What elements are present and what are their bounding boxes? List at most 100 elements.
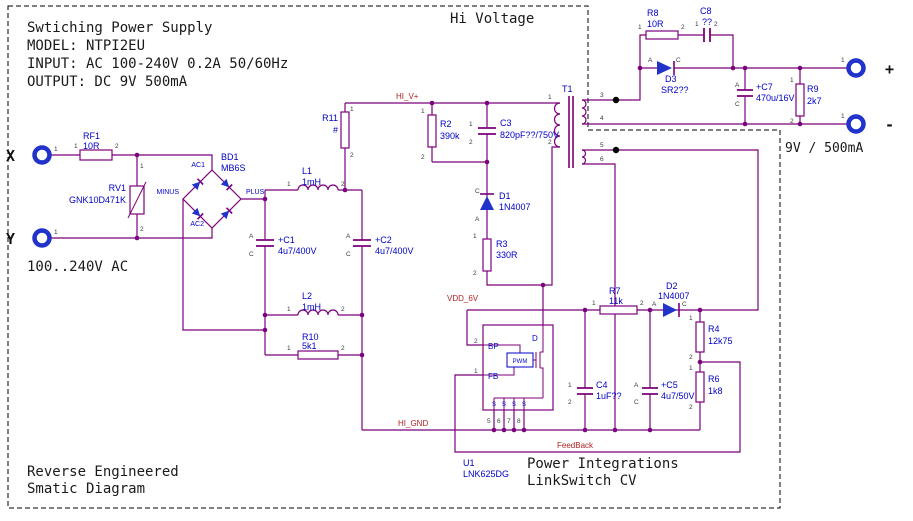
pin-label: A	[249, 233, 254, 240]
ic-u1-internals	[483, 325, 544, 410]
pin-label: 2	[640, 300, 644, 307]
r2-value: 390k	[440, 131, 460, 141]
ac-input-label: 100..240V AC	[27, 259, 128, 275]
transformer-core	[568, 96, 574, 168]
c4-ref: C4	[596, 380, 608, 390]
junction-dots	[134, 65, 803, 433]
resistor-r11-body	[340, 111, 350, 149]
pin-label: 1	[790, 77, 794, 84]
l1-value: 1mH	[302, 177, 321, 187]
pin-label: 1	[689, 315, 693, 322]
u1-value: LNK625DG	[463, 469, 509, 479]
c3-value: 820pF??/750V	[500, 130, 559, 140]
rv1-ref: RV1	[109, 183, 126, 193]
pin-label: C	[475, 188, 480, 195]
d1-ref: D1	[499, 191, 511, 201]
rf1-ref: RF1	[83, 131, 100, 141]
pin-label: 1	[638, 24, 642, 31]
pin-label: 1	[469, 121, 473, 128]
capacitor-plates	[256, 28, 753, 395]
d2-ref: D2	[666, 281, 678, 291]
terminal-minus	[846, 114, 866, 134]
diode-d1	[480, 193, 494, 210]
r8-ref: R8	[647, 8, 659, 18]
pin-label: 7	[507, 418, 511, 425]
r4-ref: R4	[708, 324, 720, 334]
d1-value: 1N4007	[499, 202, 531, 212]
terminal-minus-label: -	[885, 116, 894, 134]
resistor-r8-body	[645, 30, 679, 40]
title-line-2: MODEL: NTPI2EU	[27, 38, 145, 54]
c7-value: 470u/16V	[756, 93, 795, 103]
pin-label: 2	[469, 139, 473, 146]
pin-label: 1	[421, 108, 425, 115]
pin-label: C	[634, 399, 639, 406]
bd1-pin-plus: PLUS	[246, 189, 265, 196]
vendor-line-1: Power Integrations	[527, 456, 679, 472]
phase-dot	[612, 146, 620, 154]
pin-label: 2	[790, 118, 794, 125]
secondary-winding	[581, 99, 587, 125]
r11-value: #	[333, 125, 338, 135]
u1-pin-s: S	[522, 402, 526, 408]
title-line-1: Swtiching Power Supply	[27, 20, 212, 36]
r9-value: 2k7	[807, 96, 822, 106]
bd1-pin-minus: MINUS	[156, 189, 179, 196]
pin-label: 2	[341, 181, 345, 188]
resistor-r10-body	[297, 350, 339, 360]
pin-label: C	[249, 251, 254, 258]
pin-label: 1	[689, 365, 693, 372]
secondary-wires	[582, 34, 848, 125]
r8-value: 10R	[647, 19, 664, 29]
input-wires	[50, 154, 265, 331]
l2-ref: L2	[302, 291, 312, 301]
pin-label: A	[475, 216, 480, 223]
pin-label: 2	[350, 152, 354, 159]
l1-ref: L1	[302, 166, 312, 176]
net-label-vdd: VDD_6V	[447, 294, 479, 303]
rv1-value: GNK10D471K	[69, 195, 126, 205]
resistor-r3-body	[482, 238, 492, 272]
pin-label: 1	[548, 94, 552, 101]
terminal-x	[32, 145, 52, 165]
pin-label: 1	[74, 143, 78, 150]
pin-label: A	[648, 57, 653, 64]
pin-label: C	[682, 301, 687, 308]
hi-voltage-label: Hi Voltage	[450, 11, 534, 27]
u1-pin-s: S	[502, 402, 506, 408]
inductor-l2-coil	[297, 309, 339, 316]
d2-value: 1N4007	[658, 291, 690, 301]
u1-pin-d: D	[532, 334, 538, 343]
pin-label: 2	[568, 399, 572, 406]
rf1-value: 10R	[83, 141, 100, 151]
filter-wires	[264, 103, 363, 430]
d3-value: SR2??	[661, 85, 689, 95]
u1-pin-s: S	[512, 402, 516, 408]
pin-label: 2	[140, 226, 144, 233]
r6-value: 1k8	[708, 386, 723, 396]
pin-label: 4	[600, 115, 604, 122]
pin-label: A	[652, 301, 657, 308]
c8-value: ??	[702, 17, 712, 27]
footer-line-2: Smatic Diagram	[27, 481, 145, 497]
r3-value: 330R	[496, 250, 518, 260]
r7-value: 11k	[609, 296, 623, 306]
bd1-ref: BD1	[221, 152, 239, 162]
r10-ref: R10	[302, 332, 319, 342]
pin-label: 2	[681, 24, 685, 31]
title-line-4: OUTPUT: DC 9V 500mA	[27, 74, 188, 90]
r10-value: 5k1	[302, 341, 317, 351]
pin-label: 8	[517, 418, 521, 425]
bd1-pin-ac1: AC1	[191, 162, 205, 169]
net-label-feedback: FeedBack	[557, 441, 594, 450]
c8-ref: C8	[700, 6, 712, 16]
vendor-line-2: LinkSwitch CV	[527, 473, 637, 489]
phase-dot	[612, 96, 620, 104]
varistor-rv1	[127, 181, 147, 219]
r3-ref: R3	[496, 239, 508, 249]
pin-label: 1	[350, 106, 354, 113]
terminal-y	[32, 228, 52, 248]
